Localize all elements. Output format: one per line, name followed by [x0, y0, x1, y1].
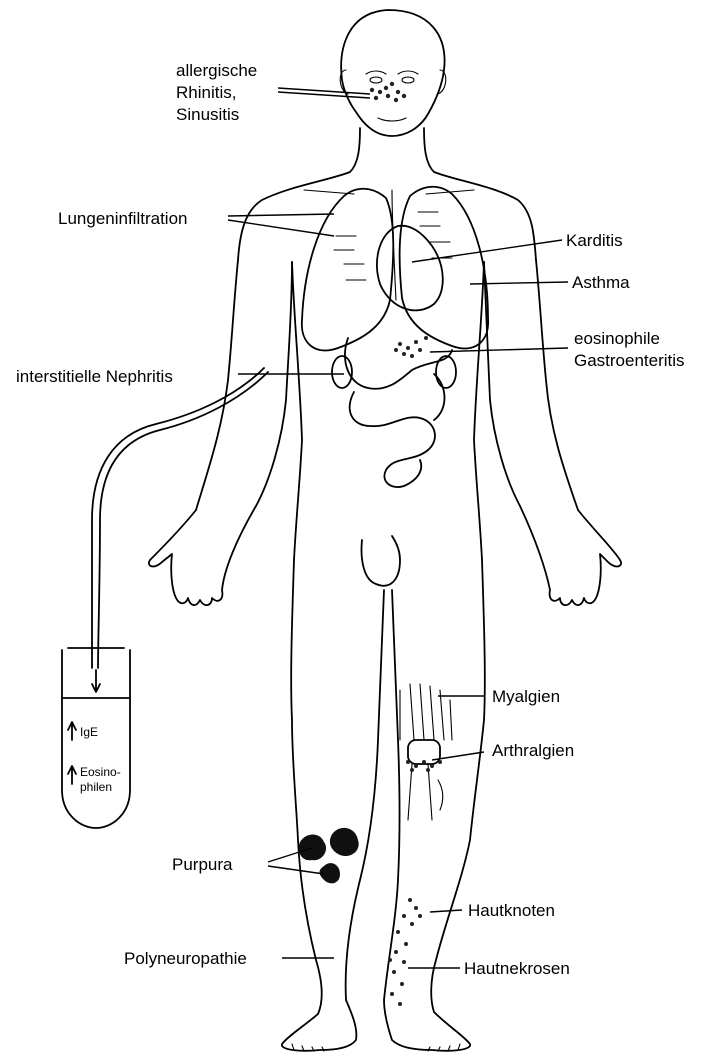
- label-hautknoten: Hautknoten: [468, 901, 555, 920]
- up-arrow-icon: [68, 722, 76, 784]
- tube-label-eosino-2: philen: [80, 780, 112, 794]
- heart: [377, 226, 443, 311]
- label-nephritis: interstitielle Nephritis: [16, 367, 173, 386]
- label-asthma: Asthma: [572, 273, 630, 292]
- label-gastro-1: eosinophile: [574, 329, 660, 348]
- tube-label-ige: IgE: [80, 725, 98, 739]
- human-body-outline: [149, 10, 621, 1051]
- label-polyneuropathie: Polyneuropathie: [124, 949, 247, 968]
- label-rhinitis-3: Sinusitis: [176, 105, 239, 124]
- label-gastro-2: Gastroenteritis: [574, 351, 685, 370]
- label-rhinitis-1: allergische: [176, 61, 257, 80]
- lungs: [302, 187, 488, 351]
- nose-stipple: [370, 82, 406, 102]
- catheter-tube-inner: [92, 368, 264, 668]
- label-hautnekrosen: Hautnekrosen: [464, 959, 570, 978]
- leader-lines: [228, 88, 568, 968]
- label-rhinitis-2: Rhinitis,: [176, 83, 236, 102]
- purpura-blots: [299, 828, 359, 884]
- label-myalgien: Myalgien: [492, 687, 560, 706]
- digestive-organs: [332, 336, 456, 487]
- label-purpura: Purpura: [172, 855, 233, 874]
- label-arthralgien: Arthralgien: [492, 741, 574, 760]
- label-karditis: Karditis: [566, 231, 623, 250]
- skin-lesion-stipple: [388, 898, 422, 1006]
- tube-label-eosino-1: Eosino-: [80, 765, 121, 779]
- down-arrow-icon: [92, 670, 100, 692]
- label-lungeninfiltration: Lungeninfiltration: [58, 209, 187, 228]
